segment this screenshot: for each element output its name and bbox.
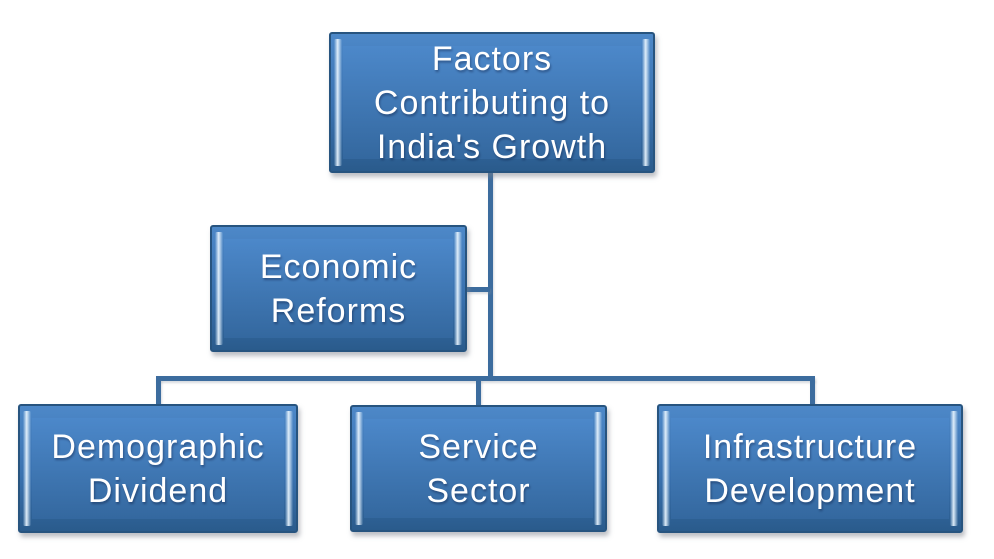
node-demographic-dividend: Demographic Dividend bbox=[18, 404, 298, 533]
node-face: Service Sector bbox=[364, 419, 593, 518]
connector-drop-service bbox=[476, 379, 481, 406]
node-face: Demographic Dividend bbox=[32, 418, 284, 519]
node-label: Factors Contributing to India's Growth bbox=[373, 39, 611, 166]
node-infrastructure-development: Infrastructure Development bbox=[657, 404, 963, 533]
node-label: Infrastructure Development bbox=[702, 427, 918, 510]
node-face: Economic Reforms bbox=[224, 239, 453, 338]
node-label: Economic Reforms bbox=[259, 247, 418, 330]
connector-children-horizontal bbox=[156, 376, 815, 381]
node-factors-contributing: Factors Contributing to India's Growth bbox=[329, 32, 655, 173]
node-face: Factors Contributing to India's Growth bbox=[343, 40, 641, 166]
connector-root-vertical bbox=[488, 172, 493, 378]
node-face: Infrastructure Development bbox=[671, 418, 949, 519]
connector-drop-demographic bbox=[156, 379, 161, 405]
connector-drop-infrastructure bbox=[810, 379, 815, 405]
node-service-sector: Service Sector bbox=[350, 405, 607, 532]
node-economic-reforms: Economic Reforms bbox=[210, 225, 467, 352]
connector-economic-stub bbox=[465, 287, 490, 292]
node-label: Service Sector bbox=[418, 427, 539, 510]
node-label: Demographic Dividend bbox=[51, 427, 265, 510]
